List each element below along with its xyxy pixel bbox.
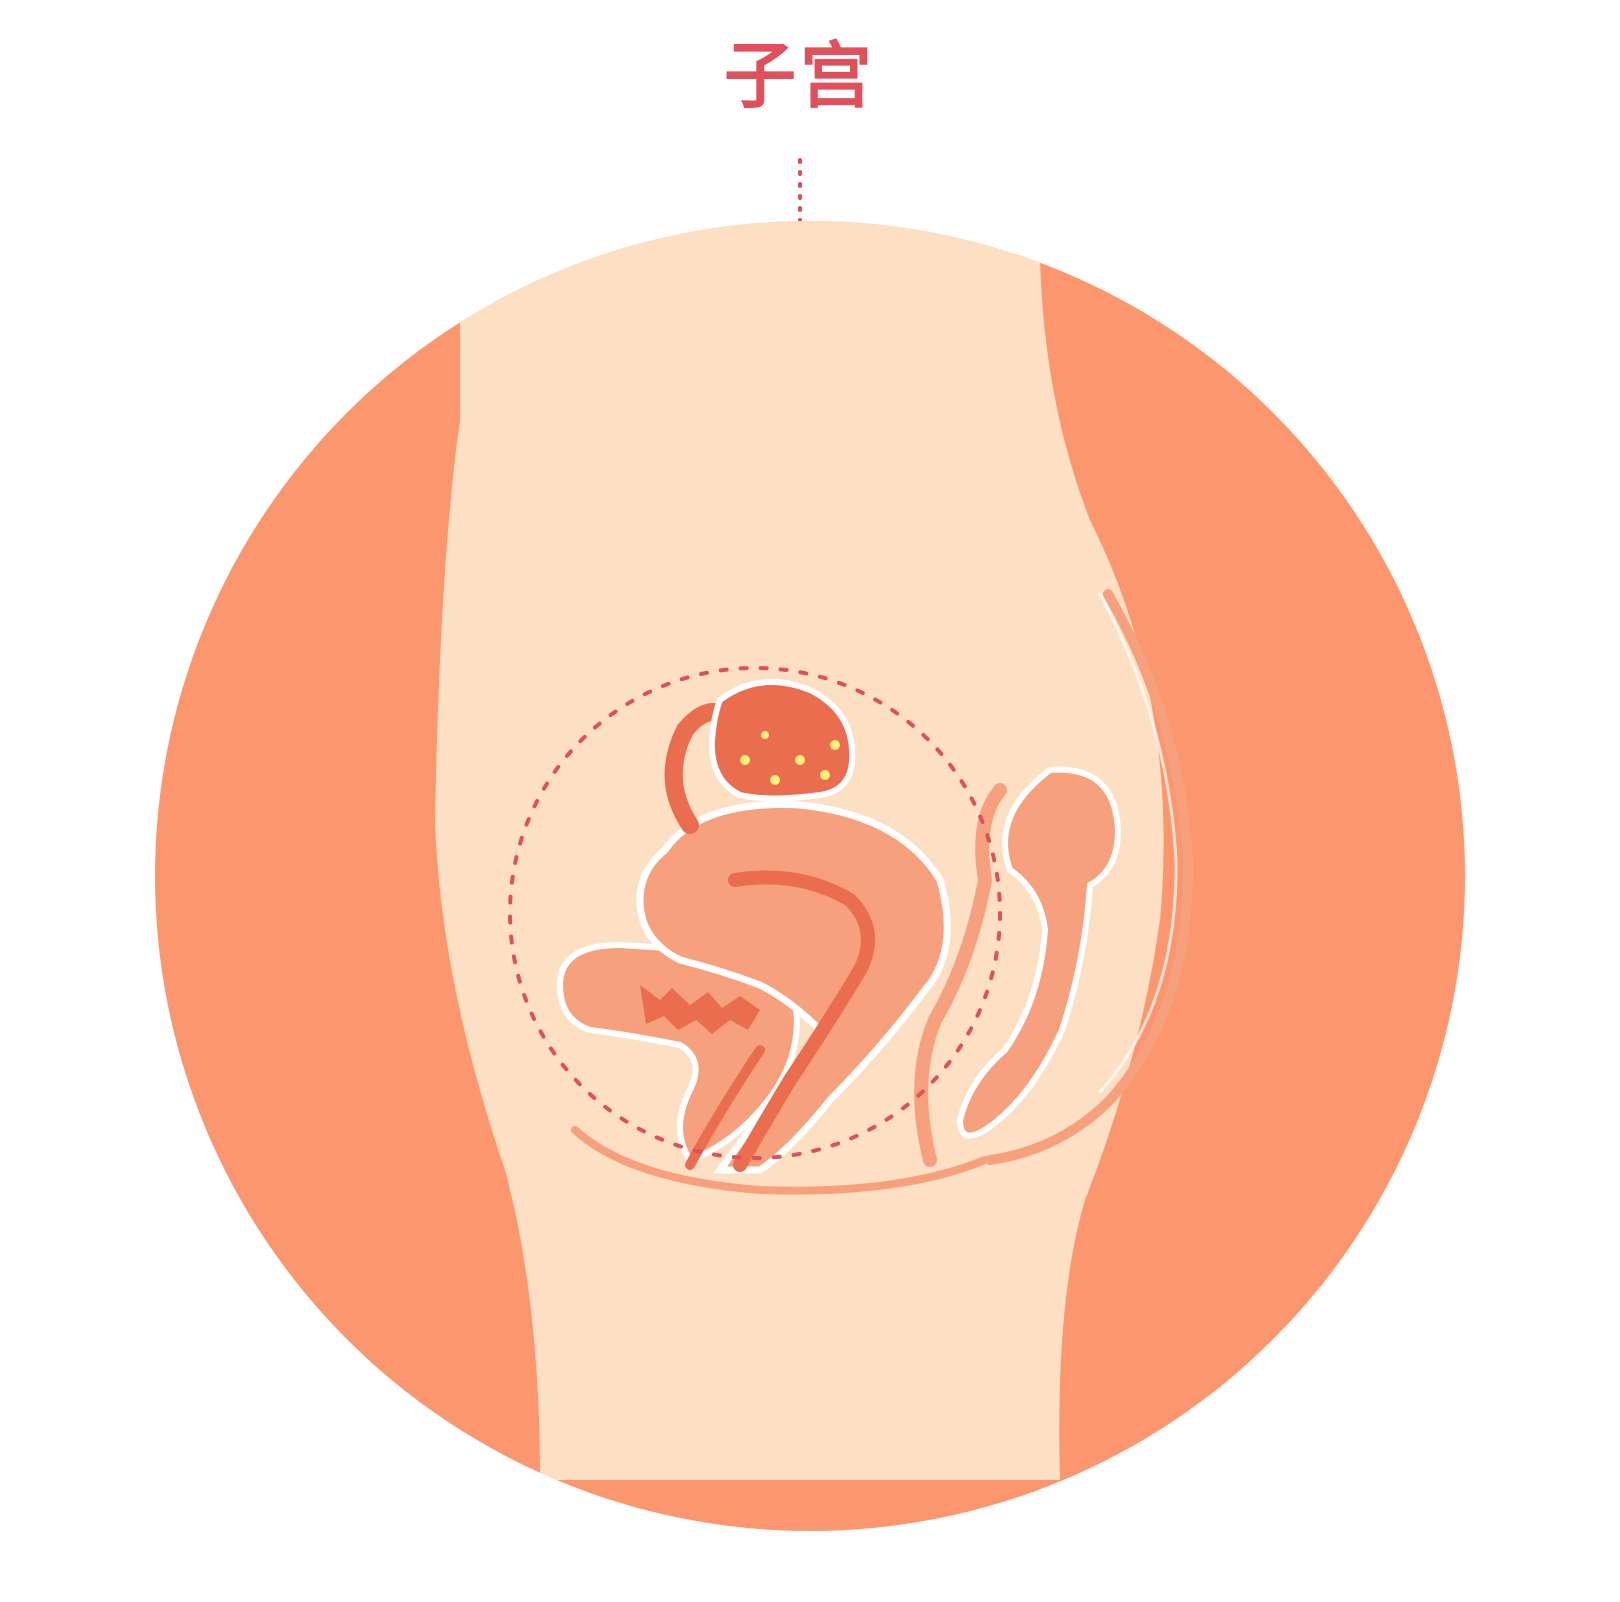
uterus-body: [636, 801, 951, 1174]
bladder-lining: [640, 985, 760, 1034]
ovary: [708, 679, 856, 802]
rectum: [956, 766, 1122, 1139]
uterus-label: 子宫: [723, 34, 876, 118]
pelvic-floor-line: [571, 1126, 989, 1195]
highlight-circle: [508, 666, 1002, 1160]
spine-line: [985, 589, 1194, 1165]
ovary-follicles: [740, 731, 840, 785]
uterus-cavity: [728, 870, 875, 1172]
spine-line-outline: [1098, 592, 1178, 1094]
